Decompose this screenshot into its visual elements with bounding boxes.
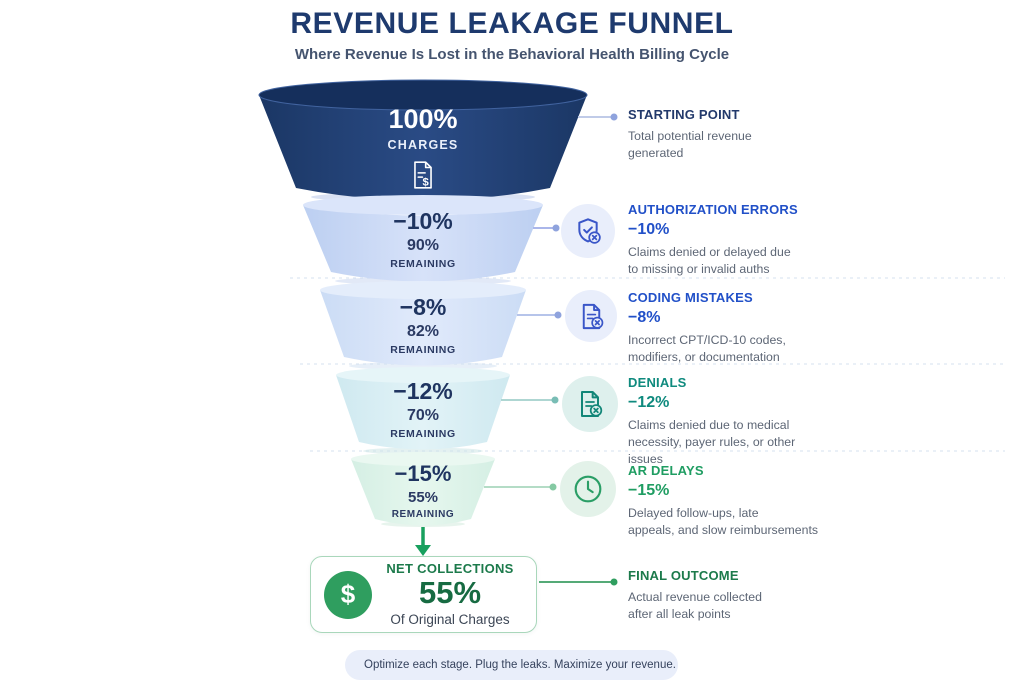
annotation-authorization-errors: AUTHORIZATION ERRORS −10% Claims denied … [628, 202, 843, 278]
dollar-glyph: $ [340, 579, 356, 609]
funnel-stage-5-text: −15% 55% REMAINING [323, 463, 523, 520]
funnel-stage-1-text: 100% CHARGES $ [323, 106, 523, 194]
annotation-starting-point: STARTING POINT Total potential revenue g… [628, 107, 843, 161]
stage-4-remaining: 70% [406, 407, 440, 424]
stage-2-remaining: 90% [406, 237, 440, 254]
stage-5-remaining: 55% [407, 489, 439, 506]
connector-dot [551, 396, 559, 404]
stage-5-remaining-label: REMAINING [391, 509, 455, 520]
authorization-icon-bubble [561, 204, 615, 258]
connector-dot [610, 578, 618, 586]
clock-icon [574, 475, 602, 503]
connector-dot [552, 224, 560, 232]
funnel-stage-3-rim [320, 281, 526, 299]
funnel-stage-4-text: −12% 70% REMAINING [323, 380, 523, 440]
annotation-loss: −8% [628, 308, 661, 326]
stage-1-value: 100% [388, 104, 458, 134]
funnel-stage-1-rim [258, 79, 588, 111]
svg-text:$: $ [422, 176, 429, 188]
annotation-body: Delayed follow-ups, late appeals, and sl… [628, 506, 819, 537]
annotation-heading: DENIALS [628, 375, 687, 390]
stage-5-loss: −15% [394, 461, 452, 486]
funnel-stage-5 [351, 459, 495, 526]
header: REVENUE LEAKAGE FUNNEL Where Revenue Is … [0, 7, 1024, 63]
annotation-denials: DENIALS −12% Claims denied due to medica… [628, 375, 843, 467]
annotation-coding-mistakes: CODING MISTAKES −8% Incorrect CPT/ICD-10… [628, 290, 843, 366]
document-x-icon [582, 303, 603, 329]
funnel-stage-4-rim [336, 367, 510, 383]
stage-2-loss: −10% [393, 208, 453, 234]
net-collections-caption: Of Original Charges [390, 612, 510, 627]
annotation-ar-delays: AR DELAYS −15% Delayed follow-ups, late … [628, 463, 843, 539]
net-collections-card: $ NET COLLECTIONS 55% Of Original Charge… [310, 556, 537, 633]
funnel-stage-2-rim [303, 195, 543, 215]
denials-icon-bubble [562, 376, 618, 432]
page-title: REVENUE LEAKAGE FUNNEL [290, 7, 734, 40]
ar-delays-icon-bubble [560, 461, 616, 517]
annotation-loss: −10% [628, 220, 670, 238]
annotation-body: Claims denied or delayed due to missing … [628, 245, 791, 276]
funnel-stage-3-text: −8% 82% REMAINING [323, 296, 523, 356]
footer-banner: Optimize each stage. Plug the leaks. Max… [345, 650, 678, 680]
footer-text: Optimize each stage. Plug the leaks. Max… [364, 659, 676, 671]
annotation-heading: AR DELAYS [628, 463, 704, 478]
funnel-stage-2-text: −10% 90% REMAINING [323, 210, 523, 270]
annotation-loss: −12% [628, 393, 670, 411]
net-collections-value: 55% [418, 575, 482, 611]
annotation-body: Total potential revenue generated [628, 128, 752, 160]
stage-3-remaining: 82% [406, 323, 440, 340]
funnel-stage-3 [320, 290, 526, 366]
connector-dot [554, 311, 562, 319]
annotation-heading: AUTHORIZATION ERRORS [628, 202, 798, 217]
stage-1-label: CHARGES [387, 138, 459, 152]
coding-icon-bubble [565, 290, 617, 342]
funnel-stage-1 [259, 95, 587, 201]
funnel-stage-2 [303, 205, 543, 282]
stage-3-remaining-label: REMAINING [390, 344, 456, 356]
annotation-body: Claims denied due to medical necessity, … [628, 418, 796, 466]
dollar-circle-icon: $ [324, 570, 372, 619]
annotation-heading: FINAL OUTCOME [628, 568, 739, 583]
page-subtitle: Where Revenue Is Lost in the Behavioral … [294, 46, 730, 63]
stage-2-remaining-label: REMAINING [390, 258, 456, 270]
annotation-body: Actual revenue collected after all leak … [628, 589, 762, 621]
stage-4-loss: −12% [393, 378, 453, 404]
net-collections-heading: NET COLLECTIONS [386, 560, 514, 576]
stage-4-remaining-label: REMAINING [390, 428, 456, 440]
annotation-body: Incorrect CPT/ICD-10 codes, modifiers, o… [628, 333, 786, 364]
funnel-stage-4 [336, 375, 510, 450]
invoice-dollar-icon: $ [323, 160, 523, 194]
shield-x-icon [578, 218, 601, 244]
stage-3-loss: −8% [399, 294, 447, 320]
document-x-icon [581, 391, 603, 417]
connector-dot [549, 483, 557, 491]
down-arrow-head [415, 545, 431, 556]
annotation-heading: CODING MISTAKES [628, 290, 753, 305]
funnel-stage-5-rim [351, 452, 495, 466]
connector-dot [610, 113, 618, 121]
annotation-final-outcome: FINAL OUTCOME Actual revenue collected a… [628, 568, 843, 622]
net-collections-text: NET COLLECTIONS 55% Of Original Charges [372, 562, 528, 627]
annotation-heading: STARTING POINT [628, 107, 740, 122]
annotation-loss: −15% [628, 481, 670, 499]
